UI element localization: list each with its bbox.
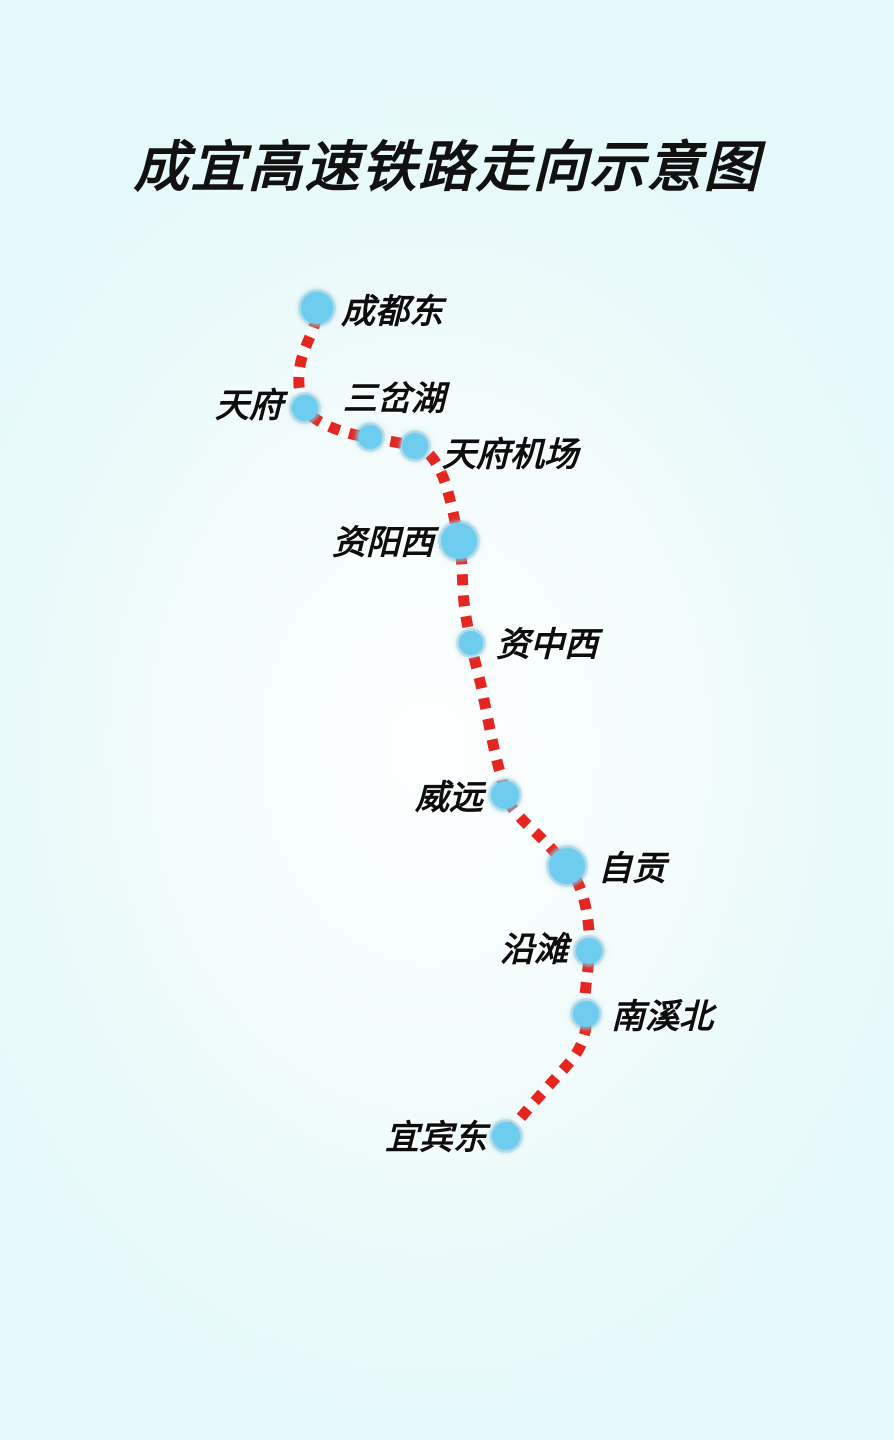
station-label: 三岔湖 (343, 380, 445, 418)
station-dot-core[interactable] (402, 433, 428, 459)
station-dot-core[interactable] (576, 938, 602, 964)
station-label: 天府机场 (442, 436, 578, 474)
station-dot-core[interactable] (358, 425, 382, 449)
station-label: 成都东 (341, 293, 443, 331)
station-label: 资中西 (496, 626, 598, 664)
station-dot-core[interactable] (441, 523, 477, 559)
station-dot[interactable] (570, 998, 602, 1030)
station-label: 天府 (215, 387, 283, 425)
station-dot[interactable] (289, 392, 321, 424)
station-dot[interactable] (438, 520, 480, 562)
station-label: 沿滩 (500, 931, 568, 969)
station-dot-core[interactable] (301, 292, 333, 324)
station-dot[interactable] (456, 628, 486, 658)
station-label: 资阳西 (332, 524, 434, 562)
station-dot-core[interactable] (292, 395, 318, 421)
station-dot[interactable] (573, 935, 605, 967)
station-dot[interactable] (489, 1119, 523, 1153)
station-dot-core[interactable] (459, 631, 483, 655)
station-label: 宜宾东 (385, 1119, 487, 1157)
station-dot-core[interactable] (491, 781, 519, 809)
station-label: 威远 (415, 779, 483, 817)
station-dot[interactable] (488, 778, 522, 812)
station-dot[interactable] (355, 422, 385, 452)
station-dot[interactable] (399, 430, 431, 462)
station-dot-core[interactable] (573, 1001, 599, 1027)
page-title: 成宜高速铁路走向示意图 (133, 136, 761, 198)
station-dots-layer (289, 289, 605, 1153)
station-dot[interactable] (546, 845, 588, 887)
station-dot-core[interactable] (549, 848, 585, 884)
station-dot[interactable] (298, 289, 336, 327)
station-dot-core[interactable] (492, 1122, 520, 1150)
station-label: 自贡 (598, 850, 666, 888)
station-label: 南溪北 (611, 998, 713, 1036)
